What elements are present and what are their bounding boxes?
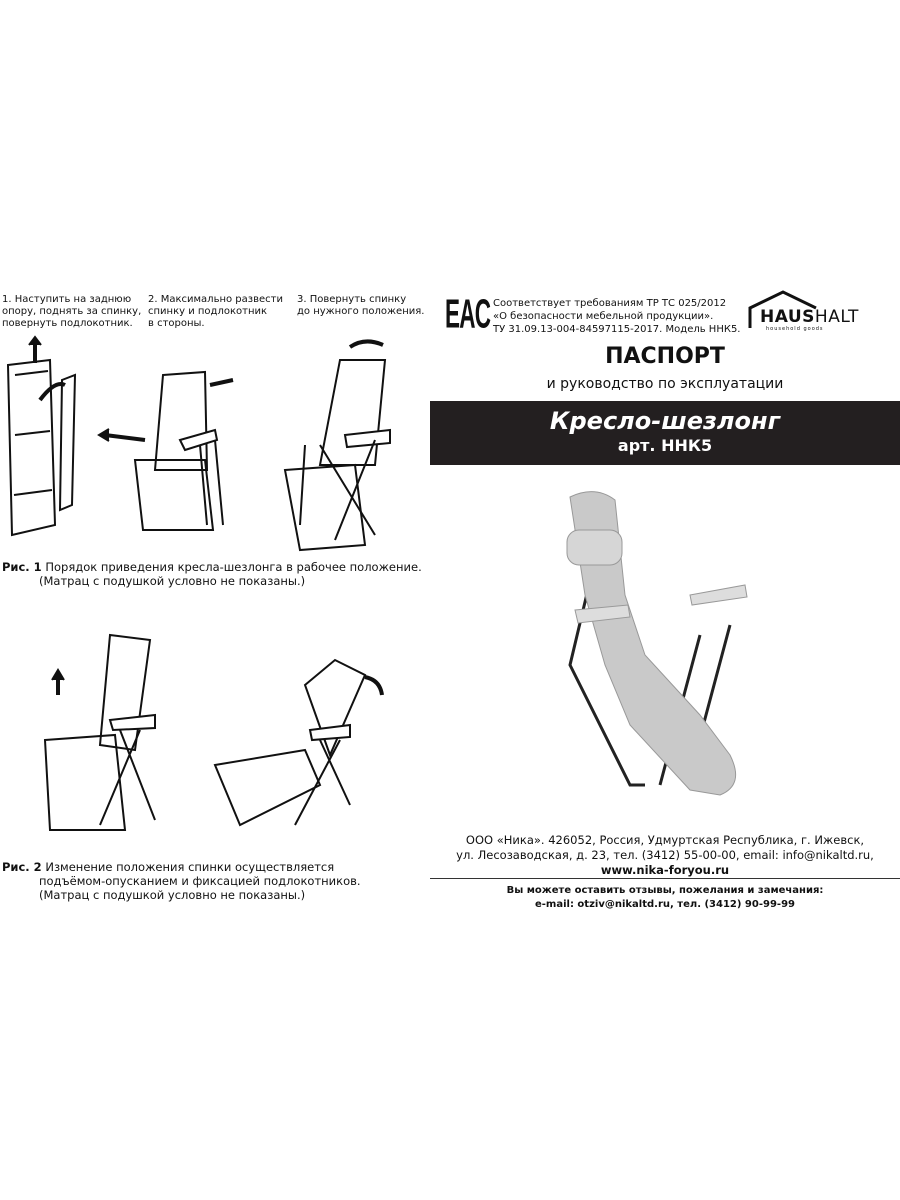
eac-mark-logo: EAC xyxy=(445,292,491,337)
step-3-text: 3. Повернуть спинку до нужного положения… xyxy=(297,294,425,317)
product-name: Кресло-шезлонг xyxy=(549,407,781,435)
step-1-text: 1. Наступить на заднюю опору, поднять за… xyxy=(2,294,142,329)
feedback-line-1: Вы можете оставить отзывы, пожелания и з… xyxy=(506,885,824,896)
figure-1-caption: Рис. 1 Порядок приведения кресла-шезлонг… xyxy=(2,560,422,588)
product-photo xyxy=(566,491,748,796)
folded-chair-illustration xyxy=(6,335,77,537)
product-article: арт. ННК5 xyxy=(617,436,713,455)
open-chair-illustration xyxy=(283,339,391,552)
company-address: ООО «Ника». 426052, Россия, Удмуртская Р… xyxy=(456,833,874,862)
unfolding-chair-illustration xyxy=(97,370,234,531)
chair-reclined-illustration xyxy=(213,658,384,827)
feedback-info: Вы можете оставить отзывы, пожелания и з… xyxy=(430,884,900,912)
certification-text: Соответствует требованиям ТР ТС 025/2012… xyxy=(493,298,741,335)
step-2-text: 2. Максимально развести спинку и подлоко… xyxy=(148,294,283,329)
feedback-contacts: e-mail: otziv@nikaltd.ru, тел. (3412) 90… xyxy=(535,899,795,910)
figure-2-caption: Рис. 2 Изменение положения спинки осущес… xyxy=(2,860,361,902)
chair-backrest-raise-illustration xyxy=(43,633,156,831)
page-subtitle: и руководство по эксплуатации xyxy=(546,376,784,392)
product-banner: Кресло-шезлонг арт. ННК5 xyxy=(430,401,900,465)
website-link[interactable]: www.nika-foryou.ru xyxy=(600,863,730,877)
page-title: ПАСПОРТ xyxy=(605,344,725,369)
haushalt-logo: HAUSHALT household goods xyxy=(748,290,888,335)
divider xyxy=(430,878,900,879)
